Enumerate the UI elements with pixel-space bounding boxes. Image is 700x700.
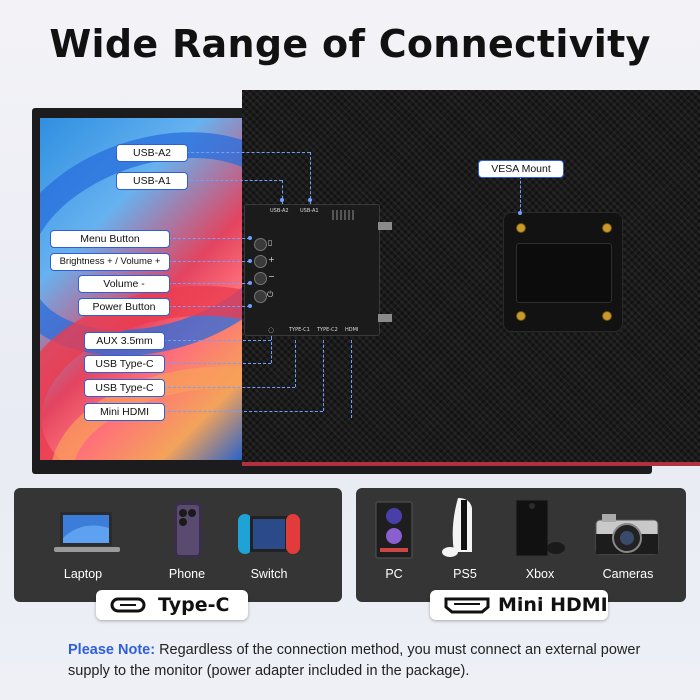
callout-usb-a2: USB-A2 — [116, 144, 188, 162]
page-title: Wide Range of Connectivity — [49, 22, 651, 66]
minus-icon: − — [268, 272, 275, 281]
phone-icon — [172, 500, 206, 565]
screw-icon — [602, 223, 612, 233]
minus-hw-button[interactable] — [254, 272, 267, 285]
hdmi-port-icon — [444, 597, 490, 614]
typec-badge-label: Type-C — [158, 594, 230, 616]
screw-icon — [516, 311, 526, 321]
pc-icon — [372, 500, 416, 565]
power-note: Please Note: Regardless of the connectio… — [68, 640, 648, 682]
plus-icon: + — [268, 255, 275, 264]
port-label-type-c2: TYPE-C2 — [317, 327, 338, 333]
callout-aux: AUX 3.5mm — [84, 332, 165, 350]
device-label-phone: Phone — [168, 567, 206, 581]
laptop-icon — [52, 510, 122, 565]
headphone-icon: ◌ — [268, 326, 275, 334]
callout-usb-type-c-1: USB Type-C — [84, 355, 165, 373]
vent-grille — [332, 210, 354, 220]
mini-hdmi-badge: Mini HDMI — [430, 590, 608, 620]
usb-c-icon — [110, 597, 146, 613]
callout-vesa: VESA Mount — [478, 160, 564, 178]
note-text: Regardless of the connection method, you… — [68, 642, 641, 679]
port-label-type-c1: TYPE-C1 — [289, 327, 310, 333]
callout-usb-a1: USB-A1 — [116, 172, 188, 190]
panel-tab — [378, 222, 392, 230]
ps5-icon — [440, 496, 490, 565]
panel-tab — [378, 314, 392, 322]
vesa-mount-plate — [503, 212, 623, 332]
note-lead: Please Note: — [68, 642, 156, 658]
device-label-ps5: PS5 — [453, 567, 477, 581]
callout-menu-button: Menu Button — [50, 230, 170, 248]
callout-brightness: Brightness + / Volume + — [50, 253, 170, 271]
device-label-xbox: Xbox — [525, 567, 555, 581]
camera-icon — [594, 510, 660, 563]
callout-volume-minus: Volume - — [78, 275, 170, 293]
xbox-icon — [510, 498, 566, 565]
callout-usb-type-c-2: USB Type-C — [84, 379, 165, 397]
switch-icon — [236, 508, 302, 563]
port-label-usb-a2: USB-A2 — [270, 208, 289, 214]
port-label-usb-a1: USB-A1 — [300, 208, 319, 214]
plus-hw-button[interactable] — [254, 255, 267, 268]
menu-icon: ▯ — [268, 238, 273, 247]
screw-icon — [516, 223, 526, 233]
menu-hw-button[interactable] — [254, 238, 267, 251]
device-label-laptop: Laptop — [63, 567, 103, 581]
typec-badge: Type-C — [96, 590, 248, 620]
port-label-hdmi: HDMI — [345, 327, 359, 333]
power-icon: ⏻ — [267, 290, 274, 299]
power-hw-button[interactable] — [254, 290, 267, 303]
port-panel — [244, 204, 380, 336]
callout-power-button: Power Button — [78, 298, 170, 316]
device-label-switch: Switch — [250, 567, 288, 581]
mini-hdmi-badge-label: Mini HDMI — [498, 594, 608, 616]
callout-mini-hdmi: Mini HDMI — [84, 403, 165, 421]
device-label-pc: PC — [385, 567, 403, 581]
device-label-cameras: Cameras — [602, 567, 654, 581]
screw-icon — [602, 311, 612, 321]
